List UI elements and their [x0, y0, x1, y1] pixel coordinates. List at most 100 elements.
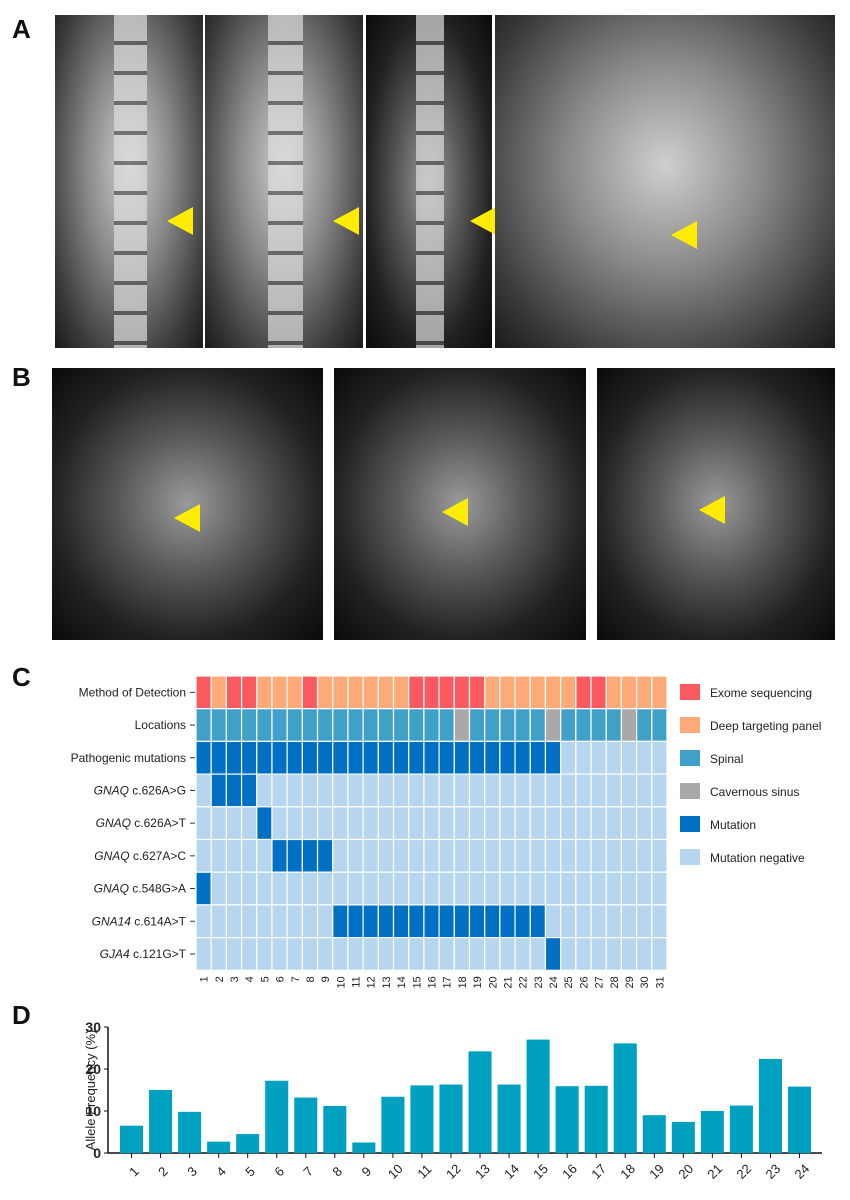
- heatmap-cell: [423, 871, 440, 906]
- heatmap-cell: [271, 740, 288, 775]
- column-label: 28: [609, 976, 621, 988]
- column-label: 21: [502, 976, 514, 988]
- x-tick-label: 6: [271, 1164, 287, 1180]
- heatmap-cell: [210, 871, 227, 906]
- heatmap-cell: [484, 806, 501, 841]
- x-tick-label: 10: [385, 1161, 406, 1182]
- heatmap-cell: [484, 904, 501, 939]
- legend-label: Mutation negative: [710, 851, 805, 865]
- x-tick-label: 9: [358, 1164, 374, 1180]
- heatmap-cell: [575, 904, 592, 939]
- bar: [497, 1084, 521, 1153]
- column-label: 17: [442, 976, 454, 988]
- heatmap-cell: [544, 708, 562, 743]
- heatmap-cell: [590, 806, 607, 841]
- heatmap-cell: [408, 806, 425, 841]
- heatmap-cell: [408, 740, 425, 775]
- heatmap-cell: [408, 773, 425, 808]
- x-tick-label: 24: [792, 1161, 813, 1182]
- heatmap-cell: [240, 937, 258, 971]
- heatmap-cell: [499, 937, 516, 971]
- heatmap-cell: [301, 806, 319, 841]
- bar: [323, 1105, 347, 1153]
- column-label: 5: [259, 976, 271, 982]
- heatmap-cell: [271, 806, 288, 841]
- bar: [294, 1097, 318, 1153]
- row-label: Pathogenic mutations: [71, 751, 186, 765]
- heatmap-cell: [620, 740, 638, 775]
- heatmap-cell: [468, 708, 486, 743]
- heatmap-cell: [347, 904, 364, 939]
- heatmap-cell: [560, 904, 577, 939]
- heatmap-cell: [636, 937, 653, 971]
- heatmap-cell: [362, 708, 379, 743]
- heatmap-cell: [529, 773, 547, 808]
- heatmap-cell: [195, 838, 212, 873]
- mri-brain-axial-contrast: [597, 368, 835, 640]
- heatmap-cell: [484, 740, 501, 775]
- bar: [352, 1142, 376, 1153]
- x-tick-label: 8: [329, 1164, 345, 1180]
- heatmap-cell: [575, 773, 592, 808]
- column-label: 2: [214, 976, 226, 982]
- column-label: 19: [472, 976, 484, 988]
- heatmap-cell: [225, 773, 243, 808]
- heatmap-cell: [362, 675, 379, 710]
- legend-swatch: [680, 684, 700, 700]
- column-label: 7: [290, 976, 302, 982]
- heatmap-cell: [286, 806, 303, 841]
- heatmap-cell: [529, 675, 547, 710]
- heatmap-cell: [438, 675, 455, 710]
- heatmap-cell: [347, 838, 364, 873]
- heatmap-cell: [468, 806, 486, 841]
- heatmap-cell: [347, 773, 364, 808]
- row-label: GJA4 c.121G>T: [100, 947, 187, 961]
- heatmap-cell: [560, 806, 577, 841]
- heatmap-cell: [286, 708, 303, 743]
- heatmap-cell: [256, 773, 273, 808]
- heatmap-cell: [468, 773, 486, 808]
- heatmap-cell: [423, 904, 440, 939]
- heatmap-cell: [575, 937, 592, 971]
- heatmap-cell: [423, 740, 440, 775]
- heatmap-cell: [332, 806, 349, 841]
- heatmap-cell: [392, 871, 410, 906]
- heatmap-cell: [210, 904, 227, 939]
- y-tick-label: 0: [93, 1145, 101, 1161]
- heatmap-cell: [620, 904, 638, 939]
- column-label: 30: [639, 976, 651, 988]
- heatmap-cell: [377, 937, 395, 971]
- heatmap-cell: [210, 937, 227, 971]
- heatmap-cell: [560, 937, 577, 971]
- heatmap-cell: [590, 871, 607, 906]
- heatmap-cell: [377, 773, 395, 808]
- heatmap-cell: [301, 708, 319, 743]
- bar: [207, 1141, 231, 1153]
- heatmap-cell: [240, 904, 258, 939]
- column-label: 16: [427, 976, 439, 988]
- heatmap-cell: [362, 806, 379, 841]
- heatmap-cell: [590, 937, 607, 971]
- heatmap-cell: [332, 708, 349, 743]
- heatmap-cell: [225, 675, 243, 710]
- heatmap-cell: [620, 937, 638, 971]
- column-label: 3: [229, 976, 241, 982]
- heatmap-cell: [636, 838, 653, 873]
- heatmap-cell: [590, 904, 607, 939]
- heatmap-cell: [377, 904, 395, 939]
- heatmap-cell: [286, 871, 303, 906]
- heatmap-cell: [225, 937, 243, 971]
- heatmap-cell: [499, 675, 516, 710]
- x-tick-label: 17: [588, 1161, 609, 1182]
- heatmap-cell: [256, 871, 273, 906]
- heatmap-cell: [362, 937, 379, 971]
- bar: [642, 1115, 666, 1153]
- heatmap-cell: [316, 675, 334, 710]
- heatmap-cell: [347, 937, 364, 971]
- heatmap-cell: [316, 904, 334, 939]
- bar: [149, 1090, 173, 1153]
- heatmap-cell: [195, 675, 212, 710]
- heatmap-cell: [575, 838, 592, 873]
- bar: [381, 1096, 405, 1153]
